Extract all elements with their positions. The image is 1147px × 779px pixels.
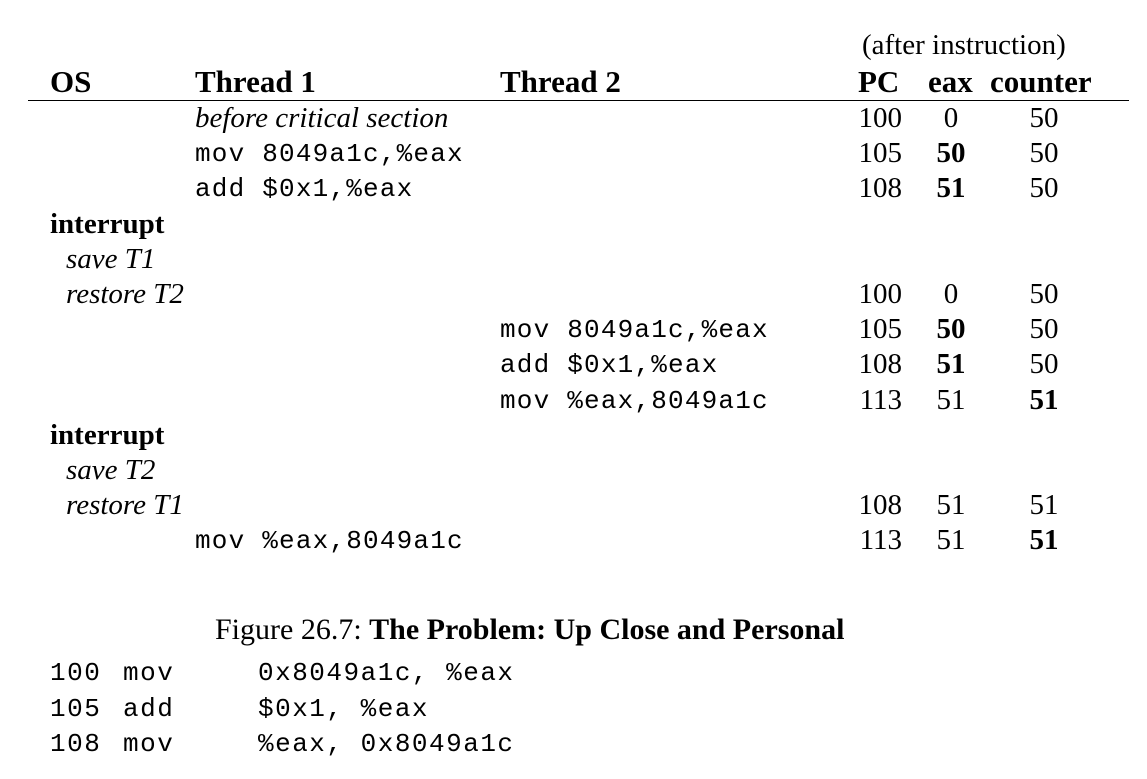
listing-operands: $0x1, %eax xyxy=(258,693,430,724)
counter-value: 50 xyxy=(1029,172,1059,205)
caption-prefix: Figure 26.7: xyxy=(215,613,370,646)
thread2-instruction: mov %eax,8049a1c xyxy=(500,385,769,416)
os-action: restore T1 xyxy=(66,489,184,522)
header-thread1: Thread 1 xyxy=(195,64,316,99)
listing-opcode: add xyxy=(123,693,175,724)
listing-operands: %eax, 0x8049a1c xyxy=(258,729,515,759)
counter-value: 51 xyxy=(1029,489,1059,522)
eax-value: 50 xyxy=(936,313,966,346)
listing-address: 108 xyxy=(50,729,102,759)
thread2-instruction: mov 8049a1c,%eax xyxy=(500,315,769,346)
pc-value: 113 xyxy=(859,383,902,416)
counter-value: 51 xyxy=(1029,383,1059,416)
thread1-cell: before critical section xyxy=(195,102,449,134)
listing-opcode: mov xyxy=(123,729,175,759)
header-thread2: Thread 2 xyxy=(500,64,621,99)
pc-value: 108 xyxy=(858,172,903,205)
eax-value: 0 xyxy=(943,278,959,310)
thread1-instruction: mov 8049a1c,%eax xyxy=(195,139,464,170)
pc-value: 105 xyxy=(858,137,903,170)
eax-value: 51 xyxy=(936,383,966,416)
after-instruction-label: (after instruction) xyxy=(862,29,1066,61)
eax-value: 51 xyxy=(936,172,966,205)
eax-value: 51 xyxy=(936,348,966,381)
listing-operands: 0x8049a1c, %eax xyxy=(258,658,515,688)
os-action: save T2 xyxy=(66,454,156,486)
listing-opcode: mov xyxy=(123,658,175,688)
counter-value: 51 xyxy=(1029,524,1059,557)
listing-address: 105 xyxy=(50,693,102,724)
header-pc: PC xyxy=(858,64,900,99)
pc-value: 100 xyxy=(858,278,903,310)
thread1-instruction: mov %eax,8049a1c xyxy=(195,526,464,557)
eax-value: 50 xyxy=(936,137,966,170)
header-eax: eax xyxy=(928,64,973,99)
counter-value: 50 xyxy=(1029,348,1059,381)
pc-value: 108 xyxy=(858,348,903,381)
header-counter: counter xyxy=(990,64,1092,99)
figure-caption: Figure 26.7: The Problem: Up Close and P… xyxy=(185,585,844,675)
os-event: interrupt xyxy=(50,207,165,240)
header-os: OS xyxy=(50,64,92,99)
pc-value: 108 xyxy=(858,489,903,522)
eax-value: 0 xyxy=(943,102,959,134)
os-action: restore T2 xyxy=(66,278,184,310)
counter-value: 50 xyxy=(1029,102,1059,134)
caption-title: The Problem: Up Close and Personal xyxy=(369,613,845,646)
header-rule xyxy=(28,100,1129,101)
thread1-instruction: add $0x1,%eax xyxy=(195,174,414,205)
pc-value: 100 xyxy=(858,102,903,134)
pc-value: 105 xyxy=(858,313,903,346)
pc-value: 113 xyxy=(859,524,902,557)
os-event: interrupt xyxy=(50,418,165,451)
counter-value: 50 xyxy=(1029,137,1059,170)
os-action: save T1 xyxy=(66,242,156,275)
eax-value: 51 xyxy=(936,489,966,522)
listing-address: 100 xyxy=(50,658,102,688)
thread2-instruction: add $0x1,%eax xyxy=(500,350,719,381)
eax-value: 51 xyxy=(936,524,966,557)
counter-value: 50 xyxy=(1029,278,1059,310)
counter-value: 50 xyxy=(1029,313,1059,346)
